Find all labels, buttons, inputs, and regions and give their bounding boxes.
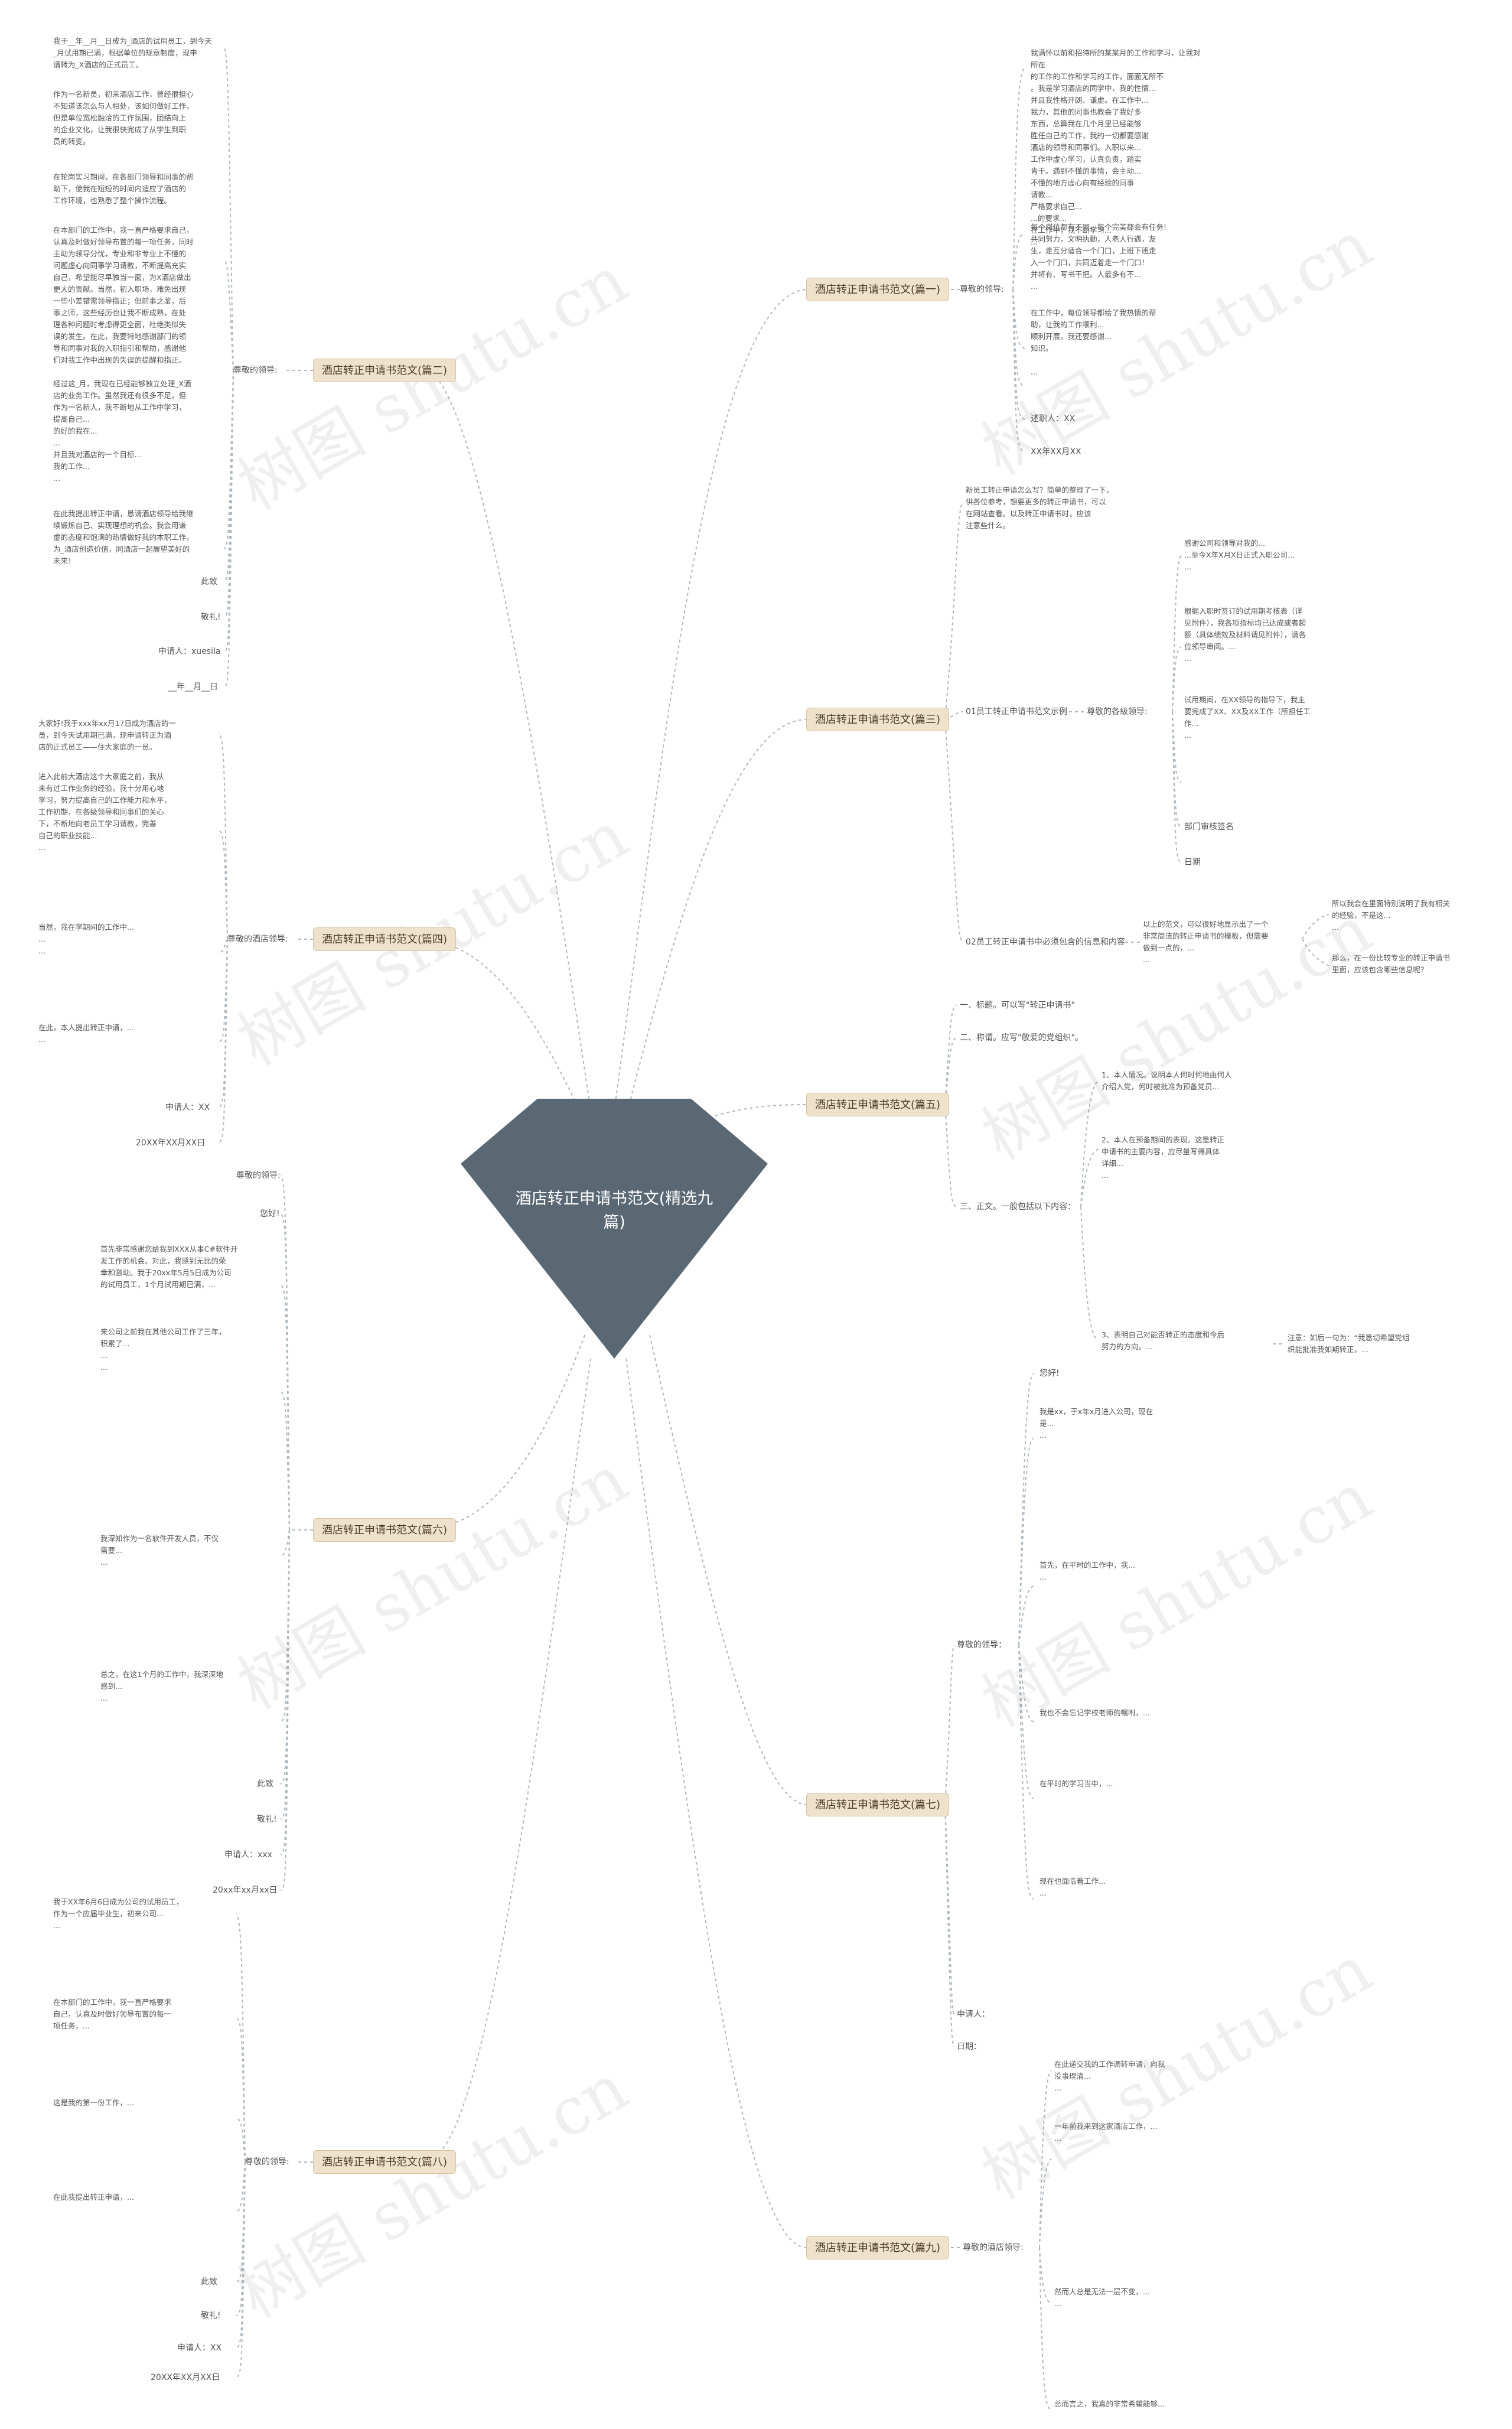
b3-section-2-para: 以上的范文，可以很好地显示出了一个 非常简洁的转正申请书的模板，但需要 做到一点… <box>1143 920 1269 964</box>
branch-3[interactable]: 酒店转正申请书范文(篇三) <box>806 708 950 731</box>
b5-item-3: 三、正文。一般包括以下内容： <box>960 1202 1076 1212</box>
b8-closing-1: 此致 <box>201 2277 217 2287</box>
branch-8[interactable]: 酒店转正申请书范文(篇八) <box>313 2150 457 2174</box>
branch-4[interactable]: 酒店转正申请书范文(篇四) <box>313 927 457 951</box>
b4-para-3: 当然，我在学期间的工作中... ... ... <box>38 923 134 955</box>
b6-date: 20xx年xx月xx日 <box>213 1886 278 1895</box>
center-title: 酒店转正申请书范文(精选九篇) <box>515 1190 713 1232</box>
b7-para-3: 我也不会忘记学校老师的嘱咐，... <box>1040 1708 1150 1717</box>
b6-applicant: 申请人：xxx <box>224 1850 272 1860</box>
b9-para-3: 然而人总是无法一层不变，... ... <box>1054 2287 1150 2308</box>
b1-para-2: 每个岗位都有不同，每个完美都会有任务! 共同努力，文明执勤，人老人行遇，友 生，… <box>1031 223 1167 291</box>
b4-applicant: 申请人：XX <box>165 1103 210 1112</box>
b8-date: 20XX年XX月XX日 <box>151 2373 220 2382</box>
branch-6[interactable]: 酒店转正申请书范文(篇六) <box>313 1518 457 1542</box>
b3-section-2-question: 那么，在一份比较专业的转正申请书 里面，应该包含哪些信息呢？ <box>1332 953 1451 974</box>
b2-para-3: 在轮岗实习期间，在各部门领导和同事的帮 助下，使我在短短的时间内适应了酒店的 工… <box>53 172 194 205</box>
b2-para-5: 经过这_月，我现在已经能够独立处理_X酒 店的业务工作。虽然我还有很多不足，但 … <box>53 379 191 483</box>
b2-closing-1: 此致 <box>201 577 217 587</box>
b6-closing-2: 敬礼! <box>257 1815 277 1824</box>
b8-para-1: 我于XX年6月6日成为公司的试用员工， 作为一个应届毕业生，初来公司... ..… <box>53 1897 184 1930</box>
b9-para-4: 总而言之，我真的非常希望能够... <box>1054 2399 1165 2408</box>
b2-para-1: 我于__年__月__日成为_酒店的试用员工，到今天 _月试用期已满，根据单位的规… <box>53 37 212 69</box>
b1-para-3: 在工作中，每位领导都给了我热情的帮 助，让我的工作顺利... 顺利开展，我还要感… <box>1031 308 1156 353</box>
b2-para-6: 在此我提出转正申请，恳请酒店领导给我继 续锻炼自己、实现理想的机会。我会用谦 虚… <box>53 509 194 565</box>
b5-item-1: 一、标题。可以写"转正申请书" <box>960 1001 1075 1010</box>
b6-greeting: 您好! <box>260 1209 280 1219</box>
branch-1[interactable]: 酒店转正申请书范文(篇一) <box>806 278 950 301</box>
b2-para-2: 作为一名新员，初来酒店工作，曾经很担心 不知道该怎么与人相处，该如何做好工作， … <box>53 90 194 146</box>
b1-signature-name: 述职人：XX <box>1031 414 1076 424</box>
center-pentagon[interactable] <box>461 1099 768 1359</box>
b4-date: 20XX年XX月XX日 <box>136 1138 206 1148</box>
b1-para-4: ... <box>1031 367 1038 376</box>
b6-para-1: 首先非常感谢您给我到XXX从事C#软件开 发工作的机会。对此，我感到无比的荣 幸… <box>100 1245 238 1289</box>
b4-para-2: 进入此前大酒店这个大家庭之前，我从 未有过工作业务的经验，我十分用心地 学习，努… <box>38 772 172 852</box>
b8-para-3: 这是我的第一份工作，... <box>53 2098 134 2107</box>
branch-5[interactable]: 酒店转正申请书范文(篇五) <box>806 1093 950 1116</box>
b6-closing-1: 此致 <box>257 1779 273 1789</box>
b8-para-4: 在此我提出转正申请，... <box>53 2193 134 2202</box>
b1-salutation: 尊敬的领导: <box>960 285 1004 294</box>
b2-date: __年__月__日 <box>168 682 218 692</box>
branch-7[interactable]: 酒店转正申请书范文(篇七) <box>806 1793 950 1816</box>
b1-para-1: 我满怀以前和招待所的某某月的工作和学习，让我对所在 的工作的工作和学习的工作，面… <box>1031 48 1201 246</box>
b1-signature-date: XX年XX月XX <box>1031 447 1081 457</box>
b7-applicant: 申请人： <box>957 2010 990 2019</box>
b3-section-1-para-2: 根据入职时签订的试用期考核表（详 见附件），我各项指标均已达成或者超 额（具体绩… <box>1184 607 1306 663</box>
b8-closing-2: 敬礼! <box>201 2311 221 2320</box>
b7-salutation: 尊敬的领导： <box>957 1640 1006 1650</box>
b3-section-1-dept-sign: 部门审核签名 <box>1184 822 1234 832</box>
b5-para-2: 2、本人在预备期间的表现。这是转正 申请书的主要内容，应尽量写得具体 详细...… <box>1102 1135 1224 1180</box>
b8-salutation: 尊敬的领导: <box>245 2157 289 2167</box>
b7-para-5: 现在也面临着工作... ... <box>1040 1877 1106 1897</box>
b3-section-2[interactable]: 02员工转正申请书中必须包含的信息和内容 <box>966 937 1125 947</box>
b3-section-2-note: 所以我会在里面特别说明了我有相关 的经验，不是这... ... <box>1332 899 1451 932</box>
b5-para-1: 1、本人情况。说明本人何时何地由何人 介绍入党，何时被批准为预备党员... <box>1102 1070 1232 1091</box>
b9-salutation: 尊敬的酒店领导: <box>963 2243 1024 2252</box>
b2-para-4: 在本部门的工作中，我一直严格要求自己， 认真及时做好领导布置的每一项任务，同时 … <box>53 226 194 364</box>
branch-2[interactable]: 酒店转正申请书范文(篇二) <box>313 359 457 382</box>
b6-para-4: 总之，在这1个月的工作中，我深深地 感到... ... <box>100 1670 223 1702</box>
b9-para-2: 一年前我来到这家酒店工作，... ... <box>1054 2122 1158 2143</box>
b2-applicant: 申请人：xuesila <box>158 647 221 656</box>
b5-para-3: 3、表明自己对能否转正的态度和今后 努力的方向。... <box>1102 1330 1224 1351</box>
b2-salutation: 尊敬的领导: <box>233 366 278 375</box>
b4-salutation: 尊敬的酒店领导: <box>227 935 288 944</box>
b6-salutation: 尊敬的领导: <box>236 1171 281 1180</box>
b3-intro: 新员工转正申请怎么写？简单的整理了一下， 供各位参考，想要更多的转正申请书，可以… <box>966 486 1114 530</box>
b2-closing-2: 敬礼! <box>201 613 221 622</box>
b7-greeting: 您好! <box>1040 1369 1060 1378</box>
b5-note: 注意：如后一句为：“我恳切希望党组 织能批准我如期转正，... <box>1288 1333 1410 1354</box>
b6-para-3: 我深知作为一名软件开发人员，不仅 需要... ... <box>100 1534 219 1567</box>
b3-section-1-para-3: 试用期间，在XX领导的指导下，我主 要完成了XX、XX及XX工作（所担任工 作.… <box>1184 695 1311 740</box>
b8-applicant: 申请人：XX <box>177 2343 222 2353</box>
b3-section-1-date: 日期 <box>1184 858 1201 867</box>
b6-para-2: 来公司之前我在其他公司工作了三年， 积累了... ... ... <box>100 1327 226 1372</box>
b7-para-1: 我是xx，于x年x月进入公司，现在 是... ... <box>1040 1407 1153 1440</box>
b3-section-1-para-1: 感谢公司和领导对我的... ...至今X年X月X日正式入职公司... ... <box>1184 539 1295 571</box>
b5-item-2: 二、称谓。应写"敬爱的党组织"。 <box>960 1033 1083 1043</box>
b4-para-4: 在此，本人提出转正申请，... ... <box>38 1023 134 1044</box>
b7-date: 日期： <box>957 2042 982 2052</box>
branch-9[interactable]: 酒店转正申请书范文(篇九) <box>806 2236 950 2259</box>
b4-para-1: 大家好!我于xxx年xx月17日成为酒店的一 员，到今天试用期已满，现申请转正为… <box>38 719 176 751</box>
b7-para-2: 首先，在平时的工作中，我... ... <box>1040 1561 1135 1581</box>
b3-section-1-salutation: 尊敬的各级领导: <box>1087 707 1148 717</box>
b9-para-1: 在此递交我的工作调转申请，向我 没事理清... ... <box>1054 2060 1165 2092</box>
b7-para-4: 在平时的学习当中，... <box>1040 1779 1113 1788</box>
b3-section-1[interactable]: 01员工转正申请书范文示例 <box>966 707 1067 717</box>
b8-para-2: 在本部门的工作中，我一直严格要求 自己，认真及时做好领导布置的每一 项任务，..… <box>53 1998 172 2030</box>
